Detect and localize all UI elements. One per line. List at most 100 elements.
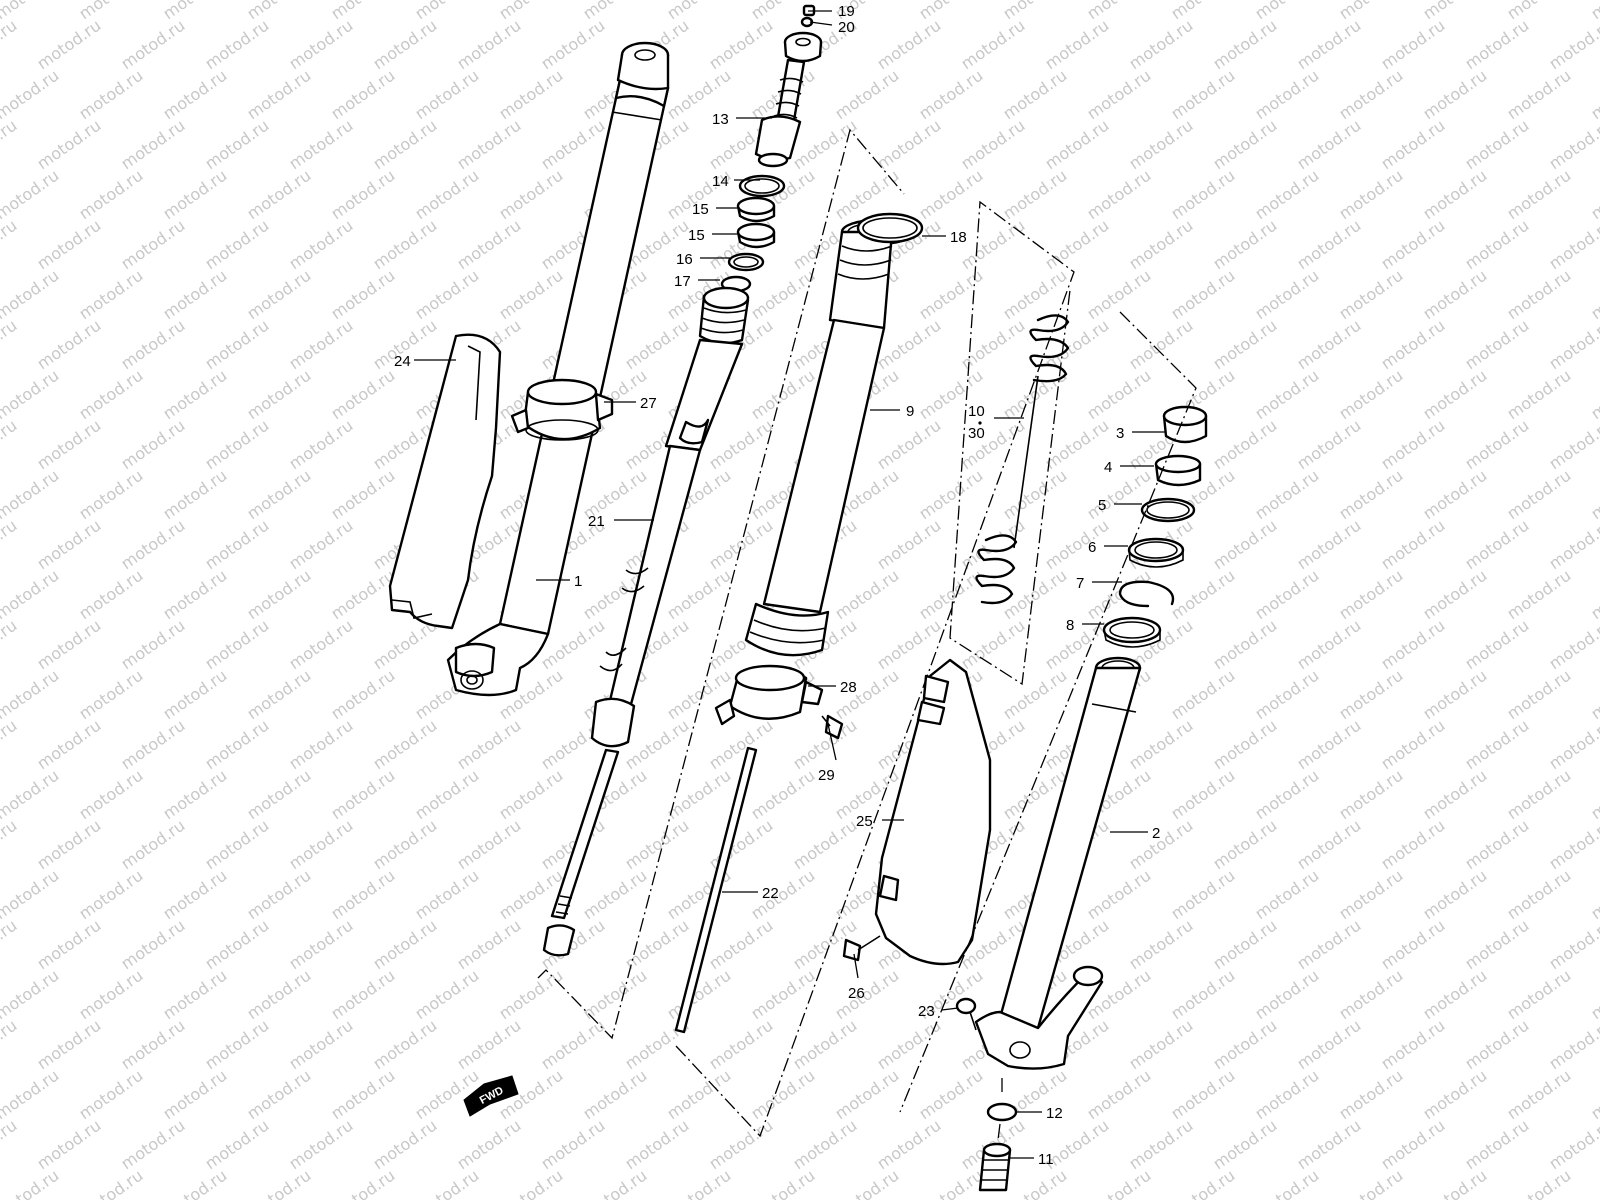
callout-15[interactable]: 15: [692, 201, 709, 218]
callout-13[interactable]: 13: [712, 111, 729, 128]
watermark-text: motod.ru: [327, 766, 398, 824]
watermark-text: motod.ru: [1209, 416, 1280, 474]
callout-26[interactable]: 26: [848, 985, 865, 1002]
callout-19[interactable]: 19: [838, 3, 855, 20]
callout-16[interactable]: 16: [676, 251, 693, 268]
watermark-text: motod.ru: [243, 466, 314, 524]
callout-17[interactable]: 17: [674, 273, 691, 290]
callout-29[interactable]: 29: [818, 767, 835, 784]
watermark-text: motod.ru: [1419, 266, 1490, 324]
callout-4[interactable]: 4: [1104, 459, 1112, 476]
callout-3[interactable]: 3: [1116, 425, 1124, 442]
spring-10[interactable]: [975, 314, 1070, 605]
fork-cap-13[interactable]: [754, 31, 823, 168]
callout-24[interactable]: 24: [394, 353, 411, 370]
watermark-text: motod.ru: [201, 16, 272, 74]
watermark-text: motod.ru: [999, 1166, 1070, 1200]
watermark-text: motod.ru: [831, 66, 902, 124]
callout-1[interactable]: 1: [574, 573, 582, 590]
callout-11[interactable]: 11: [1038, 1151, 1054, 1168]
callout-28[interactable]: 28: [840, 679, 857, 696]
watermark-text: motod.ru: [873, 116, 944, 174]
watermark-text: motod.ru: [0, 966, 62, 1024]
clamp-27[interactable]: [510, 378, 614, 441]
o-ring-18[interactable]: [856, 212, 924, 244]
watermark-text: motod.ru: [327, 466, 398, 524]
watermark-text: motod.ru: [117, 116, 188, 174]
dust-seal-8[interactable]: [1102, 616, 1162, 648]
watermark-text: motod.ru: [1587, 266, 1600, 324]
watermark-text: motod.ru: [1041, 416, 1112, 474]
watermark-text: motod.ru: [159, 1166, 230, 1200]
watermark-text: motod.ru: [747, 866, 818, 924]
callout-18[interactable]: 18: [950, 229, 967, 246]
watermark-text: motod.ru: [1419, 666, 1490, 724]
watermark-text: motod.ru: [1587, 166, 1600, 224]
watermark-text: motod.ru: [1587, 966, 1600, 1024]
callout-20[interactable]: 20: [838, 19, 855, 36]
watermark-text: motod.ru: [117, 416, 188, 474]
callout-6[interactable]: 6: [1088, 539, 1096, 556]
callout-21[interactable]: 21: [588, 513, 605, 530]
watermark-text: motod.ru: [1377, 1116, 1448, 1174]
bushing-4[interactable]: [1154, 454, 1202, 487]
watermark-text: motod.ru: [327, 166, 398, 224]
fork-guard-25[interactable]: [874, 658, 992, 966]
watermark-text: motod.ru: [117, 516, 188, 574]
bushing-3[interactable]: [1162, 405, 1208, 444]
callout-10[interactable]: 10: [968, 403, 985, 420]
ring-14[interactable]: [738, 174, 786, 198]
watermark-text: motod.ru: [243, 866, 314, 924]
drain-bolt-11[interactable]: [978, 1142, 1012, 1192]
damper-rod-21[interactable]: [542, 286, 750, 957]
watermark-text: motod.ru: [1251, 766, 1322, 824]
outer-tube-left[interactable]: [446, 41, 670, 697]
watermark-text: motod.ru: [1587, 66, 1600, 124]
watermark-text: motod.ru: [327, 1166, 398, 1200]
callout-27[interactable]: 27: [640, 395, 657, 412]
watermark-text: motod.ru: [705, 516, 776, 574]
watermark-text: motod.ru: [999, 666, 1070, 724]
callout-2[interactable]: 2: [1152, 825, 1160, 842]
bolt-26[interactable]: [842, 935, 881, 962]
washer-5[interactable]: [1140, 497, 1196, 523]
watermark-text: motod.ru: [201, 216, 272, 274]
bleed-screw-23[interactable]: [955, 997, 977, 1031]
fork-guard-24[interactable]: [388, 333, 502, 630]
oil-seal-6[interactable]: [1127, 537, 1185, 568]
watermark-text: motod.ru: [1125, 716, 1196, 774]
watermark-text: motod.ru: [1419, 66, 1490, 124]
callout-14[interactable]: 14: [712, 173, 729, 190]
watermark-text: motod.ru: [285, 1016, 356, 1074]
callout-7[interactable]: 7: [1076, 575, 1084, 592]
callout-12[interactable]: 12: [1046, 1105, 1063, 1122]
callout-23[interactable]: 23: [918, 1003, 935, 1020]
bushing-15-upper[interactable]: [736, 196, 776, 223]
o-ring-12[interactable]: [986, 1102, 1018, 1122]
watermark-text: motod.ru: [285, 916, 356, 974]
ring-16[interactable]: [727, 252, 765, 272]
callout-15[interactable]: 15: [688, 227, 705, 244]
watermark-text: motod.ru: [957, 16, 1028, 74]
callout-30[interactable]: 30: [968, 425, 985, 442]
watermark-text: motod.ru: [831, 1166, 902, 1200]
circlip-7[interactable]: [1118, 580, 1175, 608]
callout-8[interactable]: 8: [1066, 617, 1074, 634]
watermark-text: motod.ru: [0, 516, 20, 574]
inner-tube-9[interactable]: [744, 218, 916, 657]
bushing-15-lower[interactable]: [736, 222, 776, 249]
clamp-28[interactable]: [714, 664, 824, 726]
callout-22[interactable]: 22: [762, 885, 779, 902]
callout-25[interactable]: 25: [856, 813, 873, 830]
callout-5[interactable]: 5: [1098, 497, 1106, 514]
watermark-text: motod.ru: [33, 116, 104, 174]
watermark-text: motod.ru: [285, 516, 356, 574]
outer-tube-right[interactable]: [974, 656, 1142, 1070]
watermark-text: motod.ru: [1587, 366, 1600, 424]
watermark-text: motod.ru: [1377, 616, 1448, 674]
rod-22[interactable]: [674, 746, 758, 1034]
watermark-text: motod.ru: [873, 16, 944, 74]
watermark-text: motod.ru: [1209, 16, 1280, 74]
callout-9[interactable]: 9: [906, 403, 914, 420]
watermark-text: motod.ru: [831, 566, 902, 624]
